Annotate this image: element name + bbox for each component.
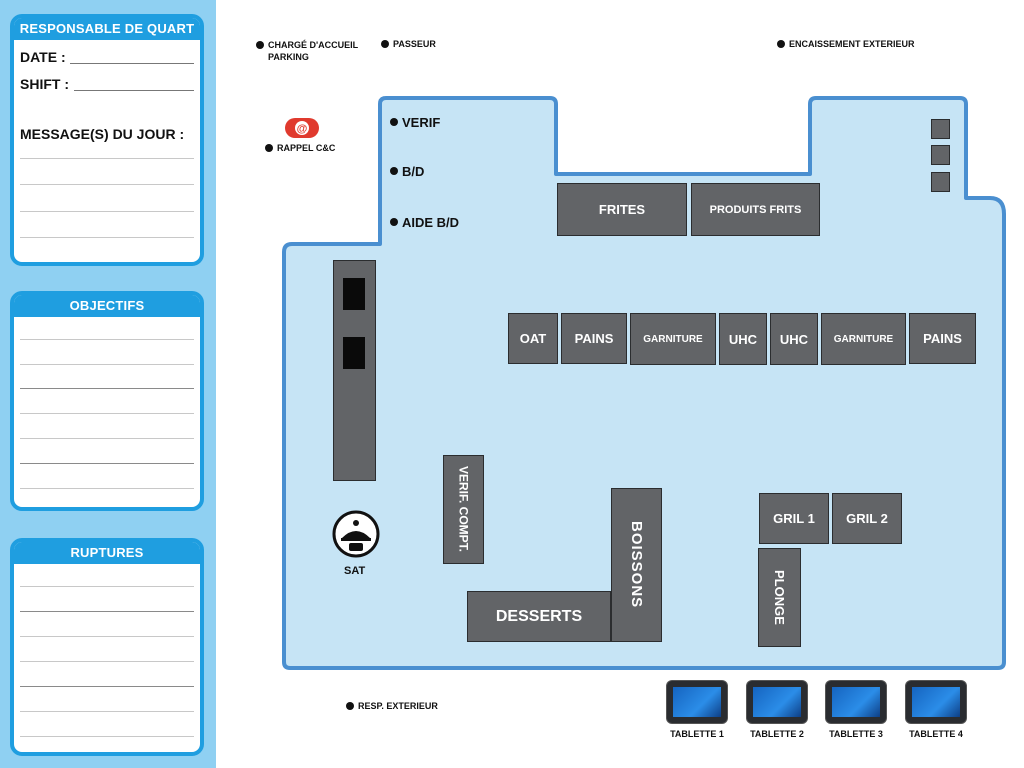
resp-exterieur-marker: RESP. EXTERIEUR [346,701,438,711]
station-frites: FRITES [557,183,687,236]
storage-slot [931,145,950,165]
windows-tablet-icon [906,681,966,723]
passeur-marker: PASSEUR [381,39,436,49]
waiter-service-icon [332,510,380,558]
windows-tablet-icon [747,681,807,723]
storage-slot [931,119,950,139]
svg-text:@: @ [297,123,308,135]
marker-dot [381,40,389,48]
sat-label: SAT [344,565,366,577]
objectives-line[interactable] [20,413,194,414]
ruptures-line[interactable] [20,711,194,712]
station-boissons: BOISSONS [611,488,662,642]
station-garniture: GARNITURE [821,313,906,365]
parking-label: PARKING [268,52,309,62]
shift-manager-title: RESPONSABLE DE QUART [14,18,200,40]
charge-accueil-label: CHARGÉ D'ACCUEIL [268,40,359,50]
verif-marker: VERIF [390,115,440,130]
rappel-label: RAPPEL C&C [277,143,336,153]
ruptures-line[interactable] [20,611,194,612]
objectives-line[interactable] [20,388,194,389]
station-verif-compt: VERIF. COMPT. [443,455,484,564]
charge-accueil-marker: CHARGÉ D'ACCUEIL PARKING [256,39,358,63]
station-produits-frits: PRODUITS FRITS [691,183,820,236]
objectives-card: OBJECTIFS [10,291,204,511]
message-line[interactable] [20,158,194,159]
message-line[interactable] [20,211,194,212]
rappel-marker: RAPPEL C&C [265,143,335,153]
tablet-4[interactable]: TABLETTE 4 [905,681,967,739]
objectives-line[interactable] [20,364,194,365]
marker-dot [390,167,398,175]
encaissement-marker: ENCAISSEMENT EXTERIEUR [777,39,915,49]
station-garniture: GARNITURE [630,313,716,365]
marker-dot [346,702,354,710]
bd-label: B/D [402,164,425,179]
ruptures-line[interactable] [20,736,194,737]
date-field[interactable] [70,63,194,64]
resp-exterieur-label: RESP. EXTERIEUR [358,701,438,711]
tablet-label: TABLETTE 3 [829,729,883,739]
marker-dot [256,41,264,49]
ruptures-line[interactable] [20,586,194,587]
tablet-2[interactable]: TABLETTE 2 [746,681,808,739]
station-oat: OAT [508,313,558,364]
marker-dot [390,118,398,126]
ruptures-line[interactable] [20,661,194,662]
register-screen [343,278,365,310]
sidebar: RESPONSABLE DE QUART DATE : SHIFT : MESS… [0,0,216,768]
encaissement-label: ENCAISSEMENT EXTERIEUR [789,39,915,49]
rappel-icon: @ [284,117,320,139]
station-plonge: PLONGE [758,548,801,647]
shift-label: SHIFT : [20,76,69,92]
objectives-line[interactable] [20,488,194,489]
register-screen [343,337,365,369]
storage-slot [931,172,950,192]
message-line[interactable] [20,184,194,185]
bd-marker: B/D [390,164,424,179]
station-pains: PAINS [561,313,627,364]
marker-dot [390,218,398,226]
tablet-label: TABLETTE 1 [670,729,724,739]
tablet-label: TABLETTE 2 [750,729,804,739]
ruptures-card: RUPTURES [10,538,204,756]
marker-dot [265,144,273,152]
station-uhc: UHC [770,313,818,365]
ruptures-title: RUPTURES [14,542,200,564]
aide-bd-label: AIDE B/D [402,215,460,230]
marker-dot [777,40,785,48]
message-line[interactable] [20,237,194,238]
objectives-line[interactable] [20,339,194,340]
objectives-line[interactable] [20,438,194,439]
station-desserts: DESSERTS [467,591,611,642]
charge-accueil-text: CHARGÉ D'ACCUEIL PARKING [268,39,358,63]
station-gril-1: GRIL 1 [759,493,829,544]
windows-tablet-icon [667,681,727,723]
station-pains: PAINS [909,313,976,364]
passeur-label: PASSEUR [393,39,436,49]
ruptures-line[interactable] [20,686,194,687]
shift-field[interactable] [74,90,194,91]
message-label: MESSAGE(S) DU JOUR : [20,126,185,142]
windows-tablet-icon [826,681,886,723]
tablet-label: TABLETTE 4 [909,729,963,739]
shift-manager-card: RESPONSABLE DE QUART DATE : SHIFT : MESS… [10,14,204,266]
objectives-title: OBJECTIFS [14,295,200,317]
tablet-3[interactable]: TABLETTE 3 [825,681,887,739]
station-gril-2: GRIL 2 [832,493,902,544]
tablet-1[interactable]: TABLETTE 1 [666,681,728,739]
aide-bd-marker: AIDE B/D [390,215,459,230]
station-uhc: UHC [719,313,767,365]
date-label: DATE : [20,49,66,65]
verif-label: VERIF [402,115,441,130]
objectives-line[interactable] [20,463,194,464]
ruptures-line[interactable] [20,636,194,637]
